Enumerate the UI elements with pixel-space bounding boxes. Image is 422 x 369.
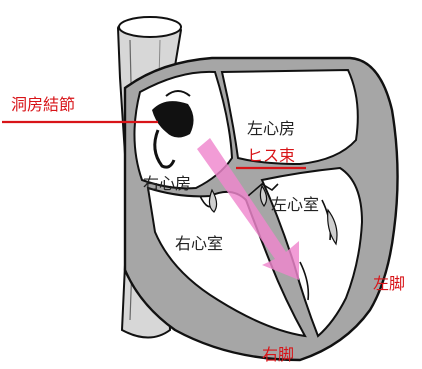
left-ventricle-label: 左心室 (271, 197, 319, 213)
right-bundle-label: 右脚 (262, 347, 294, 363)
his-bundle-label: ヒス束 (247, 148, 295, 164)
right-atrium-label: 右心房 (143, 176, 191, 192)
left-bundle-label: 左脚 (373, 276, 405, 292)
right-ventricle-label: 右心室 (175, 236, 223, 252)
left-atrium-label: 左心房 (247, 121, 295, 137)
sa-node-label: 洞房結節 (11, 97, 75, 113)
